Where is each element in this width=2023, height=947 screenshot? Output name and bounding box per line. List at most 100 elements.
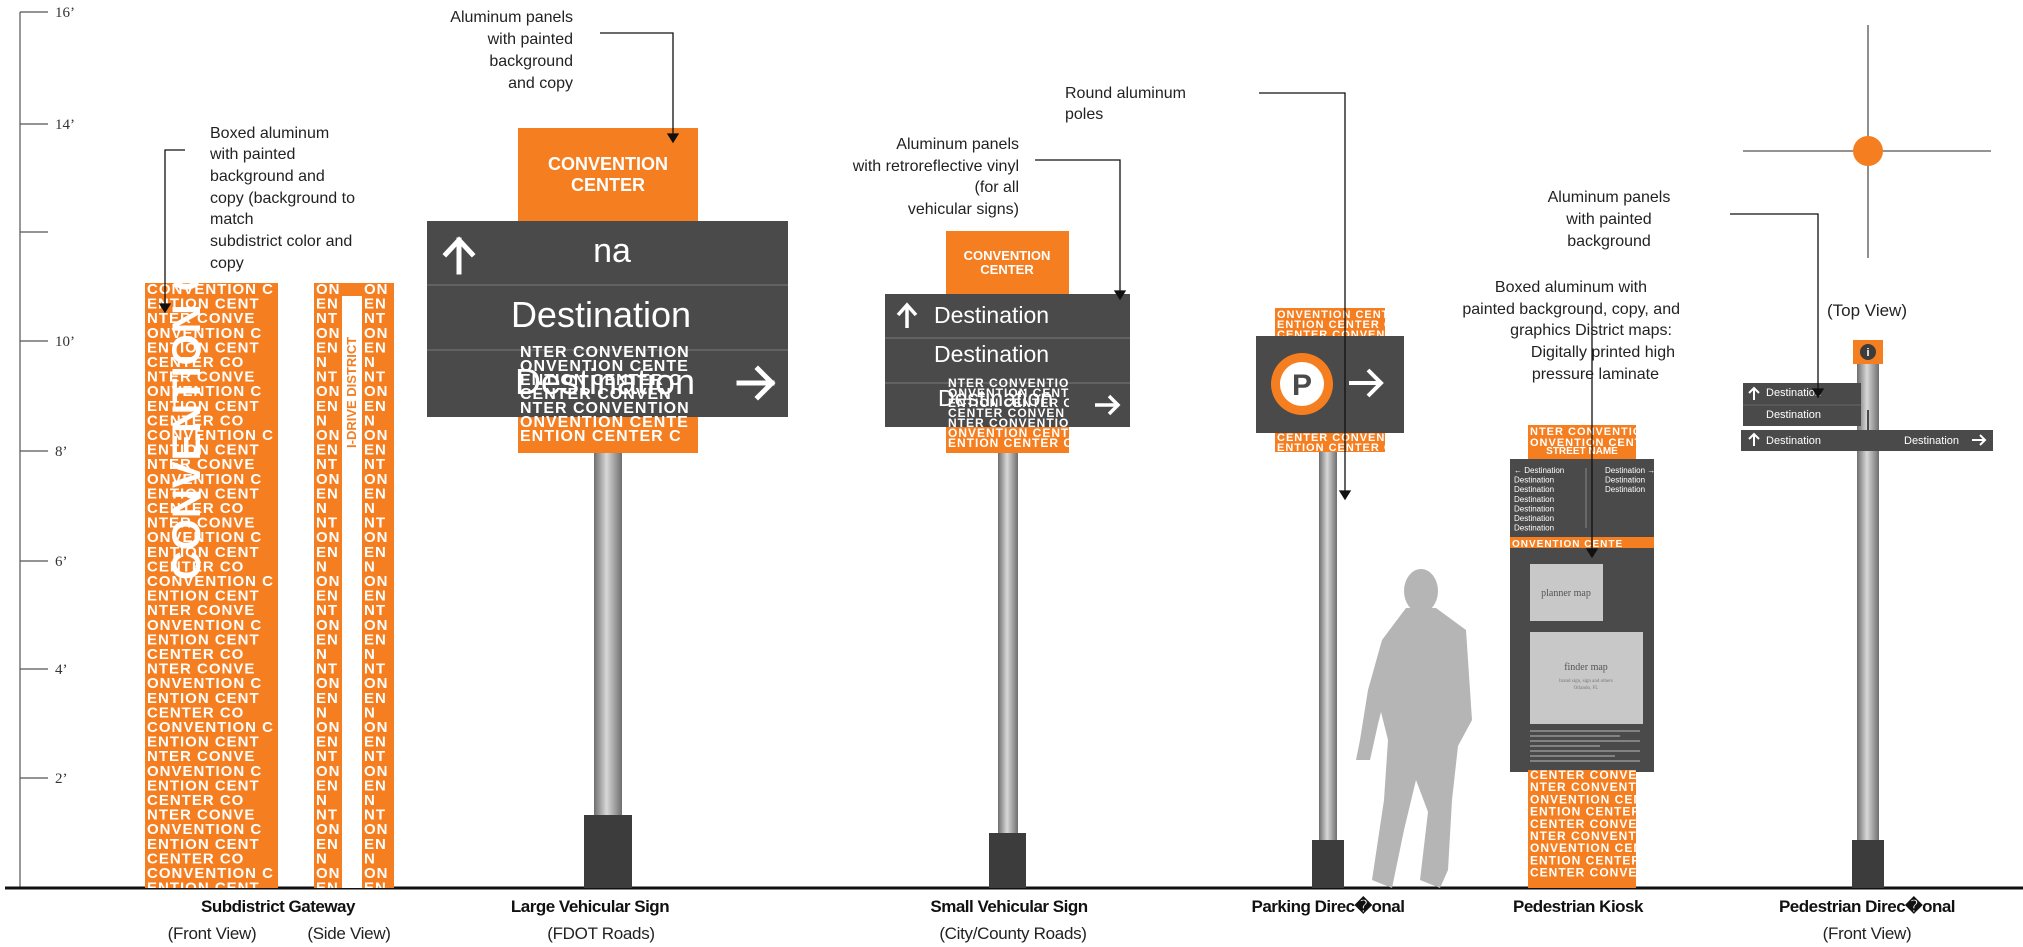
ped-blade-2-right: Destination [1904, 435, 1959, 447]
pattern-text-line: NT [364, 369, 386, 386]
pattern-text-line: NT [364, 456, 386, 473]
note-small-line: (for all [975, 179, 1019, 196]
pattern-text-line: ONVENTION C [147, 471, 262, 488]
note-poles-line: poles [1065, 106, 1103, 123]
caption-pedestrian-directional: Pedestrian Direc�onal [1779, 896, 1955, 916]
kiosk-destination-item: Destination [1514, 485, 1554, 494]
note-small-line: with retroreflective vinyl [852, 158, 1019, 175]
large-sign-header-line1: CONVENTION [548, 154, 668, 174]
caption-subdistrict-gateway: Subdistrict Gateway [201, 897, 356, 916]
pattern-text-line: CENTER CONVEN [520, 386, 672, 403]
pattern-text-line: ENTION CENTER C [1530, 805, 1655, 819]
note-large-line: and copy [508, 75, 573, 92]
up-arrow-icon [442, 236, 476, 275]
caption-small-vehicular-sign: Small Vehicular Sign [930, 897, 1087, 916]
pattern-text-line: ONVENTION CENTE [1530, 437, 1651, 449]
parking-pole [1319, 440, 1337, 842]
pattern-text-line: ENTION CENTER C [1277, 442, 1393, 454]
note-kiosk-line: Boxed aluminum with [1495, 279, 1647, 296]
note-kiosk-line: graphics District maps: [1510, 322, 1672, 339]
small-vehicular-sign: CONVENTION CENTER Destination Destinatio… [885, 231, 1130, 888]
note-gateway-line: with painted [209, 146, 295, 163]
note-small-line: vehicular signs) [908, 201, 1019, 218]
pattern-text-line: EN [316, 690, 339, 707]
pattern-text-line: CENTER CO [147, 792, 244, 809]
scale-label-10: 10’ [55, 334, 75, 350]
pattern-text-line: EN [316, 777, 339, 794]
note-gateway-line: match [210, 211, 254, 228]
pattern-text-line: N [316, 792, 328, 809]
pattern-text-line: EN [364, 690, 387, 707]
pattern-text-line: ENTION CENT [147, 296, 260, 313]
pattern-text-line: ENTION CENT [147, 339, 260, 356]
pattern-text-line: EN [316, 339, 339, 356]
caption-pedestrian-kiosk: Pedestrian Kiosk [1513, 897, 1644, 916]
finder-map-sub-2: Orlando, FL [1574, 686, 1599, 691]
kiosk-destination-item: Destination [1605, 485, 1645, 494]
pattern-text-line: NT [364, 310, 386, 327]
small-sign-panel [885, 294, 1130, 427]
small-sign-pole [998, 452, 1018, 834]
scale-label-4: 4’ [55, 662, 68, 678]
planner-map-label: planner map [1541, 588, 1591, 599]
parking-symbol: P [1292, 369, 1312, 402]
callout-leaders [158, 32, 1825, 559]
kiosk-left-list: ← DestinationDestinationDestinationDesti… [1514, 466, 1564, 533]
pattern-text-line: ENTION CENTER C [1277, 319, 1393, 331]
pattern-text-line: CENTER CO [147, 558, 244, 575]
small-sign-row1: Destination [934, 302, 1049, 328]
pattern-text-line: NTER CONVENTION [520, 400, 690, 417]
caption-large-vehicular-sign: Large Vehicular Sign [511, 897, 669, 916]
ped-directional-base [1852, 840, 1884, 888]
pattern-text-line: NT [364, 661, 386, 678]
pattern-text-line: N [364, 704, 376, 721]
finder-map-label: finder map [1564, 662, 1608, 673]
kiosk-destination-item: Destination [1514, 504, 1554, 513]
pattern-text-line: NT [364, 515, 386, 532]
ped-blade-2-left: Destination [1766, 435, 1821, 447]
pattern-text-line: EN [316, 734, 339, 751]
pattern-text-line: NTER CONVENTION [948, 416, 1079, 430]
pattern-text-line: ON [316, 719, 341, 736]
pattern-text-line: N [316, 412, 328, 429]
note-kiosk: Boxed aluminum with painted background, … [1462, 279, 1680, 383]
person-silhouette [1356, 569, 1472, 888]
pattern-text-line: ON [364, 617, 389, 634]
small-sign-header-line2: CENTER [980, 262, 1034, 277]
pattern-text-line: ENTION CENT [147, 544, 260, 561]
pattern-text-line: ENTION CENTER C [948, 396, 1073, 410]
pattern-text-line: ENTION CENT [147, 485, 260, 502]
info-icon [1860, 344, 1876, 360]
parking-base [1312, 840, 1344, 888]
pattern-text-line: NTER CONVENTION [1530, 829, 1661, 843]
scale-label-16: 16’ [55, 5, 75, 21]
small-sign-header-line1: CONVENTION [964, 248, 1051, 263]
pattern-text-line: EN [364, 836, 387, 853]
note-kiosk-line: pressure laminate [1532, 366, 1659, 383]
pattern-text-line: N [316, 850, 328, 867]
pattern-text-line: NT [316, 748, 338, 765]
pattern-text-line: ON [364, 719, 389, 736]
pattern-text-line: NTER CONVE [147, 748, 255, 765]
pattern-text-line: EN [364, 296, 387, 313]
pattern-text-line: ONVENTION CENTE [1530, 841, 1660, 855]
pattern-text-line: EN [364, 631, 387, 648]
gateway-side-pattern-left: ONENNTONENNNTONENNONENNTONENNNTONENNONEN… [316, 283, 341, 888]
pattern-text-line: N [364, 558, 376, 575]
up-arrow-icon [1748, 386, 1760, 400]
scale-label-14: 14’ [55, 117, 75, 133]
pattern-text-line: NTER CONVE [147, 515, 255, 532]
note-kiosk-line: Digitally printed high [1531, 344, 1675, 361]
large-sign-row3: Destination [515, 361, 695, 402]
pattern-text-line: ON [316, 763, 341, 780]
pattern-text-line: ENTION CENT [147, 880, 260, 897]
pattern-text-line: EN [316, 544, 339, 561]
